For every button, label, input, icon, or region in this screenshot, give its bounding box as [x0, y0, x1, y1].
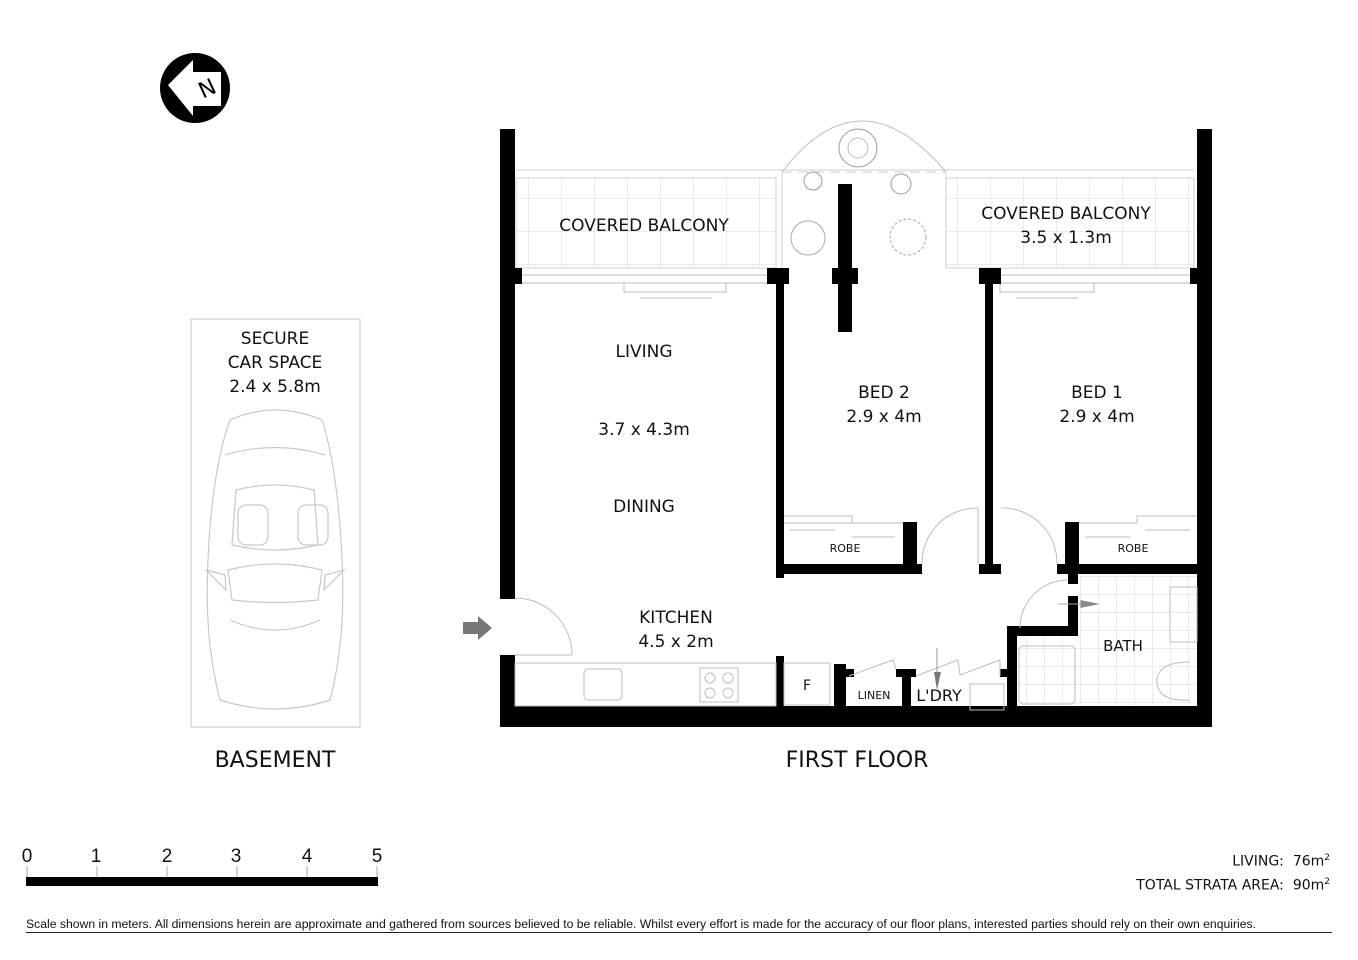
scale-bar: 0 1 2 3 4 5 — [22, 846, 383, 886]
living-dims: 3.7 x 4.3m — [598, 420, 690, 440]
bed2-label: BED 2 — [858, 383, 910, 403]
dining-label: DINING — [613, 497, 675, 517]
car-space-line1: SECURE — [241, 329, 309, 349]
first-floor-title: FIRST FLOOR — [786, 748, 929, 773]
svg-text:4: 4 — [302, 846, 313, 867]
laundry-label: L'DRY — [916, 686, 962, 705]
balcony-left-label: COVERED BALCONY — [559, 216, 729, 236]
car-space-dims: 2.4 x 5.8m — [229, 377, 321, 397]
living-label: LIVING — [615, 342, 672, 362]
svg-text:5: 5 — [372, 846, 383, 867]
bed2-dims: 2.9 x 4m — [846, 407, 921, 427]
door-swings — [514, 507, 1069, 677]
bed1-label: BED 1 — [1071, 383, 1123, 403]
car-icon — [204, 409, 346, 710]
area-summary: LIVING: 76m2 TOTAL STRATA AREA: 90m2 — [1136, 848, 1330, 895]
balcony-right-label: COVERED BALCONY — [981, 204, 1151, 224]
linen-label: LINEN — [858, 689, 891, 702]
kitchen-label: KITCHEN — [639, 608, 713, 628]
entry-arrow-icon — [463, 616, 492, 640]
bed1-dims: 2.9 x 4m — [1059, 407, 1134, 427]
basement-title: BASEMENT — [215, 748, 336, 773]
balcony-right-dims: 3.5 x 1.3m — [1020, 228, 1112, 248]
bath-label: BATH — [1103, 637, 1143, 655]
robe1-label: ROBE — [1118, 542, 1149, 555]
north-arrow-icon: N — [160, 53, 230, 123]
svg-text:2: 2 — [162, 846, 173, 867]
svg-text:3: 3 — [231, 846, 242, 867]
strata-area: TOTAL STRATA AREA: 90m2 — [1136, 876, 1330, 894]
svg-text:1: 1 — [91, 846, 102, 867]
fridge-label: F — [803, 678, 811, 694]
car-space-line2: CAR SPACE — [228, 353, 323, 373]
car-space: SECURE CAR SPACE 2.4 x 5.8m — [190, 318, 361, 728]
robe2-label: ROBE — [830, 542, 861, 555]
disclaimer-text: Scale shown in meters. All dimensions he… — [26, 917, 1332, 933]
plant-icon — [790, 128, 927, 256]
kitchen-dims: 4.5 x 2m — [638, 632, 713, 652]
walls — [500, 129, 1212, 727]
svg-text:0: 0 — [22, 846, 33, 867]
living-area: LIVING: 76m2 — [1232, 853, 1330, 870]
